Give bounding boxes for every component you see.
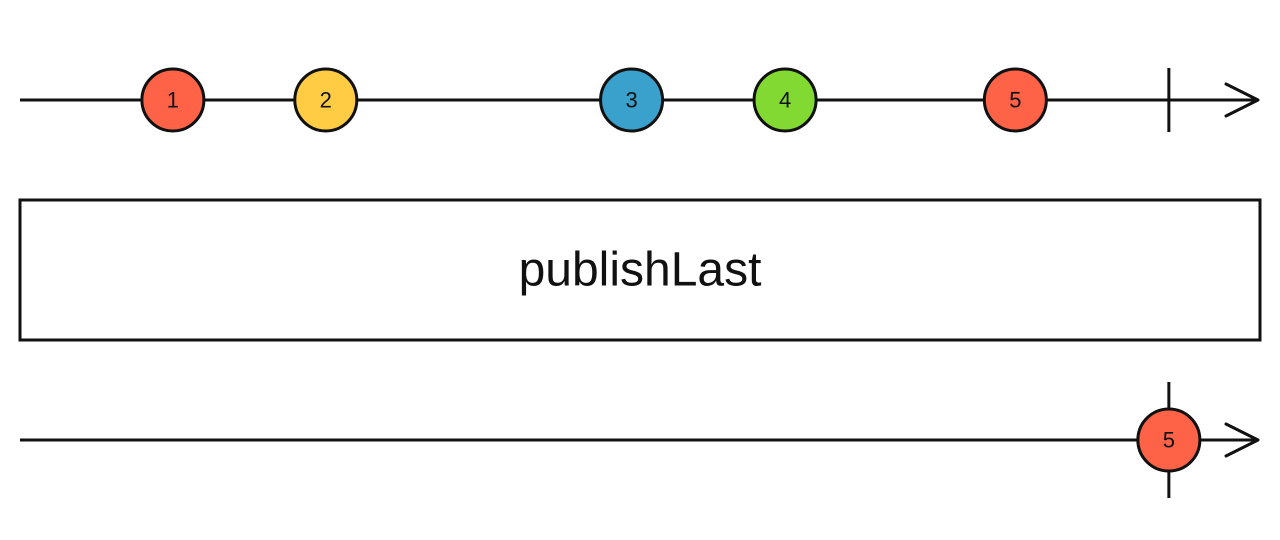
- input_stream-marble-2: 2: [293, 67, 359, 133]
- marble-label: 3: [625, 88, 637, 113]
- marble-label: 4: [779, 88, 791, 113]
- output_stream-marble-5: 5: [1136, 407, 1202, 473]
- marble-circle: [140, 67, 206, 133]
- marble-circle: [1136, 407, 1202, 473]
- output-marbles: 5: [1136, 407, 1202, 473]
- input_stream-marble-1: 1: [140, 67, 206, 133]
- marble-label: 2: [320, 88, 332, 113]
- input_stream-marble-4: 4: [752, 67, 818, 133]
- input_stream-marble-5: 5: [982, 67, 1048, 133]
- input-marbles: 1 2 3 4 5: [140, 67, 1048, 133]
- output-timeline-arrow-icon: [1224, 422, 1260, 458]
- input_stream-marble-3: 3: [599, 67, 665, 133]
- marble-circle: [293, 67, 359, 133]
- marble-circle: [752, 67, 818, 133]
- marble-circle: [982, 67, 1048, 133]
- marble-label: 5: [1163, 428, 1175, 453]
- input-timeline-arrow-icon: [1224, 82, 1260, 118]
- operator-box: [18, 198, 1262, 342]
- marble-label: 1: [167, 88, 179, 113]
- operator-label: publishLast: [519, 244, 762, 297]
- marble-label: 5: [1009, 88, 1021, 113]
- output-timeline: 5: [20, 382, 1260, 498]
- input-timeline: 1 2 3 4 5: [20, 67, 1260, 133]
- marble-circle: [599, 67, 665, 133]
- operator-box-group: publishLast: [18, 198, 1262, 342]
